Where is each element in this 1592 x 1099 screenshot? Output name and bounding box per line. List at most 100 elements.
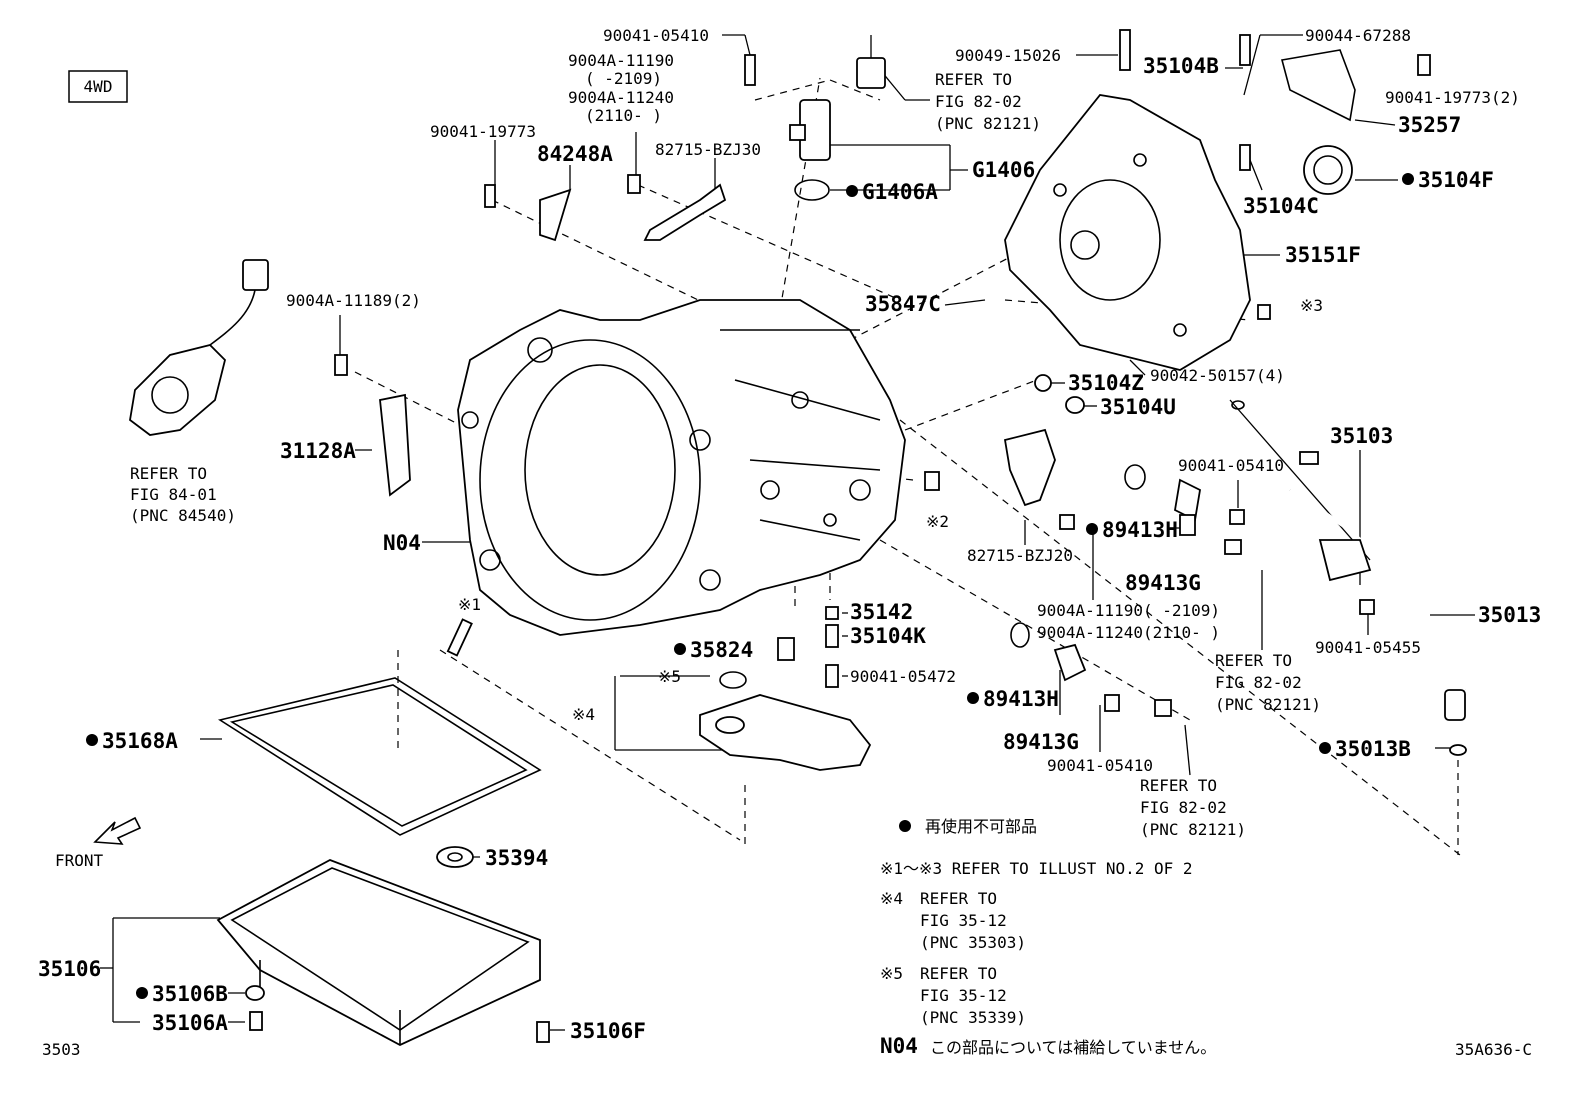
refer-82-mid-pnc: (PNC 82121): [1215, 695, 1321, 714]
label-35257: 35257: [1398, 113, 1461, 137]
label-range-2109-top: ( -2109): [585, 69, 662, 88]
non-reusable-marker: [1319, 742, 1331, 754]
refer-82-mid: REFER TO: [1215, 651, 1292, 670]
label-35013B: 35013B: [1335, 737, 1411, 761]
oring-35339: [719, 671, 747, 689]
label-35847C: 35847C: [865, 292, 941, 316]
label-35104K: 35104K: [850, 624, 926, 648]
n04-code: N04: [880, 1034, 918, 1058]
leader-lines: [100, 34, 1475, 1031]
transmission-case-N04: [457, 299, 906, 636]
bracket-84248A: [539, 188, 572, 242]
illustration-code: 35A636-C: [1455, 1040, 1532, 1059]
legend-dot: [899, 820, 911, 832]
oil-pan-gasket-35168A: [217, 677, 542, 836]
speed-sensor-G1406: [789, 99, 831, 201]
label-35103: 35103: [1330, 424, 1393, 448]
label-35142: 35142: [850, 600, 913, 624]
label-90049-15026: 90049-15026: [955, 46, 1061, 65]
label-35151F: 35151F: [1285, 243, 1361, 267]
refer-82-mid-fig: FIG 82-02: [1215, 673, 1302, 692]
label-G1406A: G1406A: [862, 180, 938, 204]
mark-1: ※1: [458, 595, 481, 614]
label-35168A: 35168A: [102, 729, 178, 753]
label-89413H-b: 89413H: [983, 687, 1059, 711]
refer-84: REFER TO: [130, 464, 207, 483]
label-90041-05410-low: 90041-05410: [1047, 756, 1153, 775]
label-9004A-11240-mid: 9004A-11240(2110- ): [1037, 623, 1220, 642]
mark-3: ※3: [1300, 296, 1323, 315]
label-N04: N04: [383, 531, 421, 555]
oil-filter-35303: [699, 694, 872, 771]
label-G1406: G1406: [972, 158, 1035, 182]
note-5-line2: FIG 35-12: [920, 986, 1007, 1005]
label-9004A-11190-top: 9004A-11190: [568, 51, 674, 70]
non-reusable-marker: [846, 185, 858, 197]
refer-82-top-pnc: (PNC 82121): [935, 114, 1041, 133]
label-90041-19773: 90041-19773: [430, 122, 536, 141]
label-35394: 35394: [485, 846, 548, 870]
oil-seal-35104F: [1303, 145, 1353, 195]
page-code: 3503: [42, 1040, 81, 1059]
notes-block: 再使用不可部品 ※1～※3 REFER TO ILLUST NO.2 OF 2 …: [880, 817, 1216, 1058]
label-82715-BZJ20: 82715-BZJ20: [967, 546, 1073, 565]
bracket-82715-BZJ20: [1003, 428, 1056, 507]
note-1-3: ※1～※3 REFER TO ILLUST NO.2 OF 2: [880, 859, 1193, 878]
drive-badge: 4WD: [68, 70, 128, 103]
gasket-35257: [1281, 49, 1356, 122]
label-35104B: 35104B: [1143, 54, 1219, 78]
note-4-line3: (PNC 35303): [920, 933, 1026, 952]
drive-badge-label: 4WD: [84, 77, 113, 96]
label-90041-05410-mid: 90041-05410: [1178, 456, 1284, 475]
label-35106A: 35106A: [152, 1011, 228, 1035]
note-5-line3: (PNC 35339): [920, 1008, 1026, 1027]
label-90044-67288: 90044-67288: [1305, 26, 1411, 45]
front-label: FRONT: [55, 851, 104, 870]
label-90041-05410-top: 90041-05410: [603, 26, 709, 45]
label-89413G-b: 89413G: [1003, 730, 1079, 754]
label-90041-05455: 90041-05455: [1315, 638, 1421, 657]
front-arrow: FRONT: [55, 816, 142, 870]
note-4-mark: ※4: [880, 889, 903, 908]
refer-82-top-fig: FIG 82-02: [935, 92, 1022, 111]
label-90041-05472: 90041-05472: [850, 667, 956, 686]
non-reusable-marker: [86, 734, 98, 746]
non-reusable-marker: [1402, 173, 1414, 185]
label-89413G-a: 89413G: [1125, 571, 1201, 595]
note-5-line1: REFER TO: [920, 964, 997, 983]
label-9004A-11190-mid: 9004A-11190( -2109): [1037, 601, 1220, 620]
label-35106F: 35106F: [570, 1019, 646, 1043]
label-35104C: 35104C: [1243, 194, 1319, 218]
extension-housing-35151F: [1004, 94, 1251, 371]
part-labels: 90041-05410 9004A-11190 ( -2109) 9004A-1…: [38, 26, 1541, 1043]
bracket-82715-BZJ30: [643, 183, 727, 241]
label-35104U: 35104U: [1100, 395, 1176, 419]
refer-82-low-fig: FIG 82-02: [1140, 798, 1227, 817]
label-89413H-a: 89413H: [1102, 518, 1178, 542]
connector-top: [856, 35, 886, 89]
refer-84-fig: FIG 84-01: [130, 485, 217, 504]
label-82715-BZJ30: 82715-BZJ30: [655, 140, 761, 159]
mark-4: ※4: [572, 705, 595, 724]
refer-82-low: REFER TO: [1140, 776, 1217, 795]
dipstick-35103: [1229, 399, 1371, 561]
mark-2: ※2: [926, 512, 949, 531]
n04-text: この部品については補給していません。: [930, 1038, 1216, 1057]
note-4-line1: REFER TO: [920, 889, 997, 908]
non-reusable-marker: [136, 987, 148, 999]
label-9004A-11189: 9004A-11189(2): [286, 291, 421, 310]
label-35013: 35013: [1478, 603, 1541, 627]
non-reusable-marker: [1086, 523, 1098, 535]
legend-text: 再使用不可部品: [925, 817, 1037, 836]
refer-82-low-pnc: (PNC 82121): [1140, 820, 1246, 839]
refer-84-pnc: (PNC 84540): [130, 506, 236, 525]
note-4-line2: FIG 35-12: [920, 911, 1007, 930]
label-35106: 35106: [38, 957, 101, 981]
label-35824: 35824: [690, 638, 753, 662]
oil-pan-35106: [216, 859, 541, 1047]
mark-5: ※5: [658, 667, 681, 686]
small-parts: [245, 29, 1467, 1043]
note-5-mark: ※5: [880, 964, 903, 983]
non-reusable-marker: [674, 643, 686, 655]
hose-35847C: [980, 297, 1063, 348]
